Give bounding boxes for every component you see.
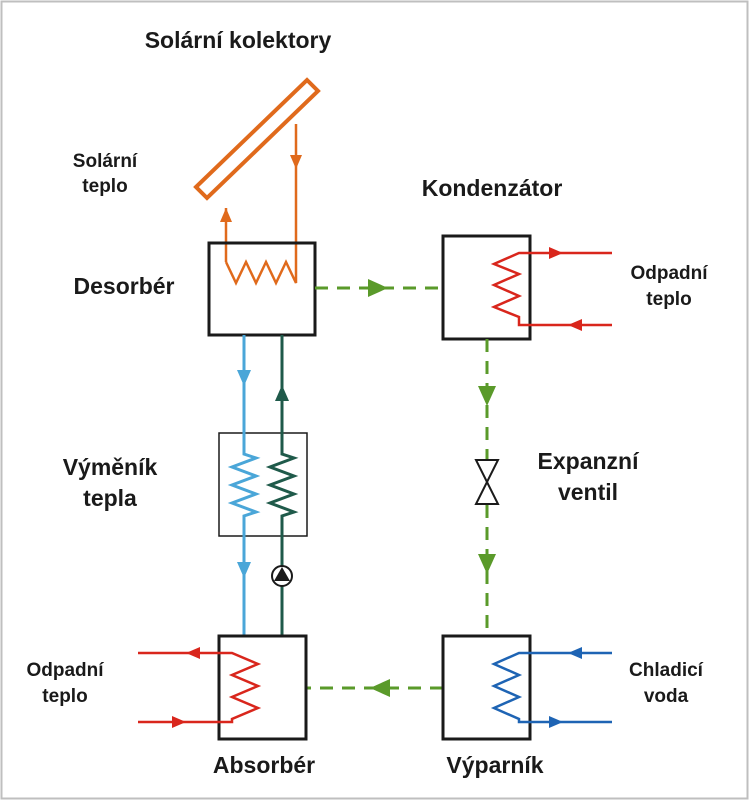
- evaporator-coil: [490, 647, 612, 728]
- heat-exchanger-label-line2: tepla: [83, 485, 137, 511]
- desorber-label: Desorbér: [74, 273, 175, 299]
- strong-solution-line: [265, 335, 299, 636]
- waste-heat-right-label-line1: Odpadní: [630, 263, 708, 284]
- solar-collector: [193, 77, 321, 201]
- cooling-water-label-line1: Chladicí: [629, 660, 704, 681]
- condenser-coil: [490, 247, 612, 331]
- evaporator-label: Výparník: [446, 752, 543, 778]
- expansion-valve-label-line1: Expanzní: [538, 448, 641, 474]
- heat-exchanger-label-line1: Výměník: [63, 454, 158, 480]
- cooling-water-label-line2: voda: [644, 686, 689, 707]
- weak-solution-arrow-bottom: [237, 562, 251, 578]
- solar-heat-label-line1: Solární: [73, 151, 138, 172]
- refrigerant-lines: [306, 286, 489, 690]
- absorber-label: Absorbér: [213, 752, 315, 778]
- solar-loop: [220, 124, 302, 286]
- weak-solution-line: [227, 335, 261, 636]
- condenser-box: [441, 234, 532, 341]
- heat-exchanger-box: [218, 432, 308, 537]
- absorber-coil: [138, 647, 262, 728]
- evaporator-box: [441, 634, 532, 741]
- solar-collectors-label: Solární kolektory: [145, 27, 332, 53]
- absorber-box: [217, 634, 308, 741]
- waste-heat-left-label-line1: Odpadní: [26, 660, 104, 681]
- expansion-valve-icon: [474, 459, 500, 505]
- weak-solution-arrow-top: [237, 370, 251, 386]
- condenser-label: Kondenzátor: [422, 175, 563, 201]
- solar-heat-label-line2: teplo: [82, 176, 127, 197]
- waste-heat-right-label-line2: teplo: [646, 289, 691, 310]
- expansion-valve-label-line2: ventil: [558, 479, 618, 505]
- waste-heat-left-label-line2: teplo: [42, 686, 87, 707]
- strong-solution-arrow: [275, 385, 289, 401]
- refrigerant-arrows: [368, 279, 496, 697]
- pump-icon: [271, 565, 293, 587]
